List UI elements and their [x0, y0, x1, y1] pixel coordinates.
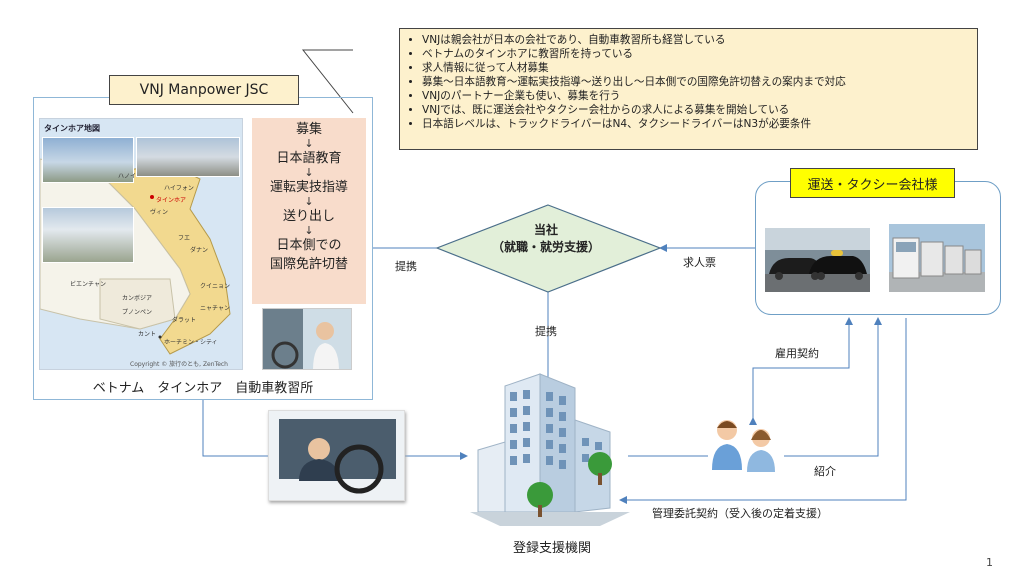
- vnj-info-callout: VNJは親会社が日本の会社であり、自動車教習所も経営している ベトナムのタインホ…: [399, 28, 978, 150]
- flow-step: 日本語教育: [276, 151, 342, 166]
- flow-arrow-icon: ↓: [304, 195, 314, 208]
- map-copyright: Copyright © 旅行のとも, ZenTech: [130, 361, 228, 368]
- taxi-photo: [765, 228, 870, 292]
- taxi-illustration: [765, 228, 870, 292]
- center-title: 当社: [533, 223, 558, 237]
- map-city-label: ダナン: [190, 247, 209, 254]
- driver-photo: [268, 410, 405, 501]
- center-diamond: [435, 204, 662, 293]
- flow-step: 募集: [295, 122, 322, 137]
- map-city-label: ダラット: [172, 317, 197, 324]
- callout-bullet: VNJでは、既に運送会社やタクシー会社からの求人による募集を開始している: [422, 103, 969, 117]
- map-city-label: フエ: [178, 235, 191, 242]
- callout-bullet: 求人情報に従って人材募集: [422, 61, 969, 75]
- vietnam-map: タインホア地図 ハノイ ハイフォン タインホア ヴィン フエ ダナン ビエンチャ…: [39, 118, 243, 370]
- school-photo: [42, 207, 134, 263]
- callout-bullet: 募集～日本語教育～運転実技指導～送り出し～日本側での国際免許切替えの案内まで対応: [422, 75, 969, 89]
- map-city-label: プノンペン: [122, 309, 153, 316]
- callout-bullet: VNJは親会社が日本の会社であり、自動車教習所も経営している: [422, 33, 969, 47]
- workers-icon: [712, 420, 775, 472]
- flow-arrow-icon: ↓: [304, 224, 314, 237]
- flow-step: 日本側での: [276, 238, 342, 253]
- map-city-label: カント: [138, 331, 157, 338]
- training-flow: 募集 ↓ 日本語教育 ↓ 運転実技指導 ↓ 送り出し ↓ 日本側での 国際免許切…: [252, 118, 366, 304]
- workers-to-transport-arrow: [784, 317, 882, 457]
- flow-arrow-icon: ↓: [304, 137, 314, 150]
- instructor-illustration: [263, 309, 351, 369]
- map-city-label: ニャチャン: [200, 305, 230, 312]
- map-city-label: タインホア: [156, 197, 187, 204]
- callout-bullet: 日本語レベルは、トラックドライバーはN4、タクシードライバーはN3が必要条件: [422, 117, 969, 131]
- course-photo: [136, 137, 240, 177]
- map-city-label: ハノイ: [118, 173, 137, 180]
- map-city-label: ヴィン: [150, 209, 169, 216]
- partnership-label-left: 提携: [395, 260, 417, 273]
- callout-bullet: VNJのパートナー企業も使い、募集を行う: [422, 89, 969, 103]
- map-city-label: クイニョン: [200, 283, 231, 290]
- management-contract-label: 管理委託契約（受入後の定着支援）: [652, 507, 828, 520]
- center-label: 当社 （就職・就労支援）: [470, 222, 622, 256]
- job-order-label: 求人票: [683, 256, 716, 269]
- building-icon: [470, 373, 630, 526]
- map-city-label: カンボジア: [122, 295, 153, 302]
- flow-step: 送り出し: [282, 209, 335, 224]
- map-city-label: ホーチミン・シティ: [164, 339, 218, 346]
- page-number: 1: [986, 556, 993, 569]
- flow-step: 国際免許切替: [269, 257, 348, 272]
- map-title: タインホア地図: [44, 124, 100, 133]
- truck-illustration: [889, 224, 985, 292]
- driver-illustration: [269, 411, 404, 500]
- callout-pointer: [301, 49, 354, 114]
- map-city-label: ハイフォン: [164, 185, 194, 192]
- registered-support-org-label: 登録支援機関: [512, 541, 591, 556]
- callout-bullet: ベトナムのタインホアに教習所を持っている: [422, 47, 969, 61]
- center-subtitle: （就職・就労支援）: [491, 240, 600, 254]
- management-contract-arrow: [619, 318, 907, 504]
- partnership-label-bottom: 提携: [535, 325, 557, 338]
- introduction-label: 紹介: [814, 465, 836, 478]
- transport-companies-title: 運送・タクシー会社様: [790, 168, 955, 198]
- employment-contract-arrow: [749, 317, 853, 425]
- city-photo: [42, 137, 134, 183]
- map-city-label: ビエンチャン: [70, 281, 106, 288]
- driving-school-caption: ベトナム タインホア 自動車教習所: [92, 381, 314, 396]
- flow-step: 運転実技指導: [269, 180, 348, 195]
- vnj-title: VNJ Manpower JSC: [109, 75, 299, 105]
- flow-arrow-icon: ↓: [304, 166, 314, 179]
- instructor-photo: [262, 308, 352, 370]
- truck-photo: [889, 224, 985, 292]
- employment-contract-label: 雇用契約: [775, 347, 819, 360]
